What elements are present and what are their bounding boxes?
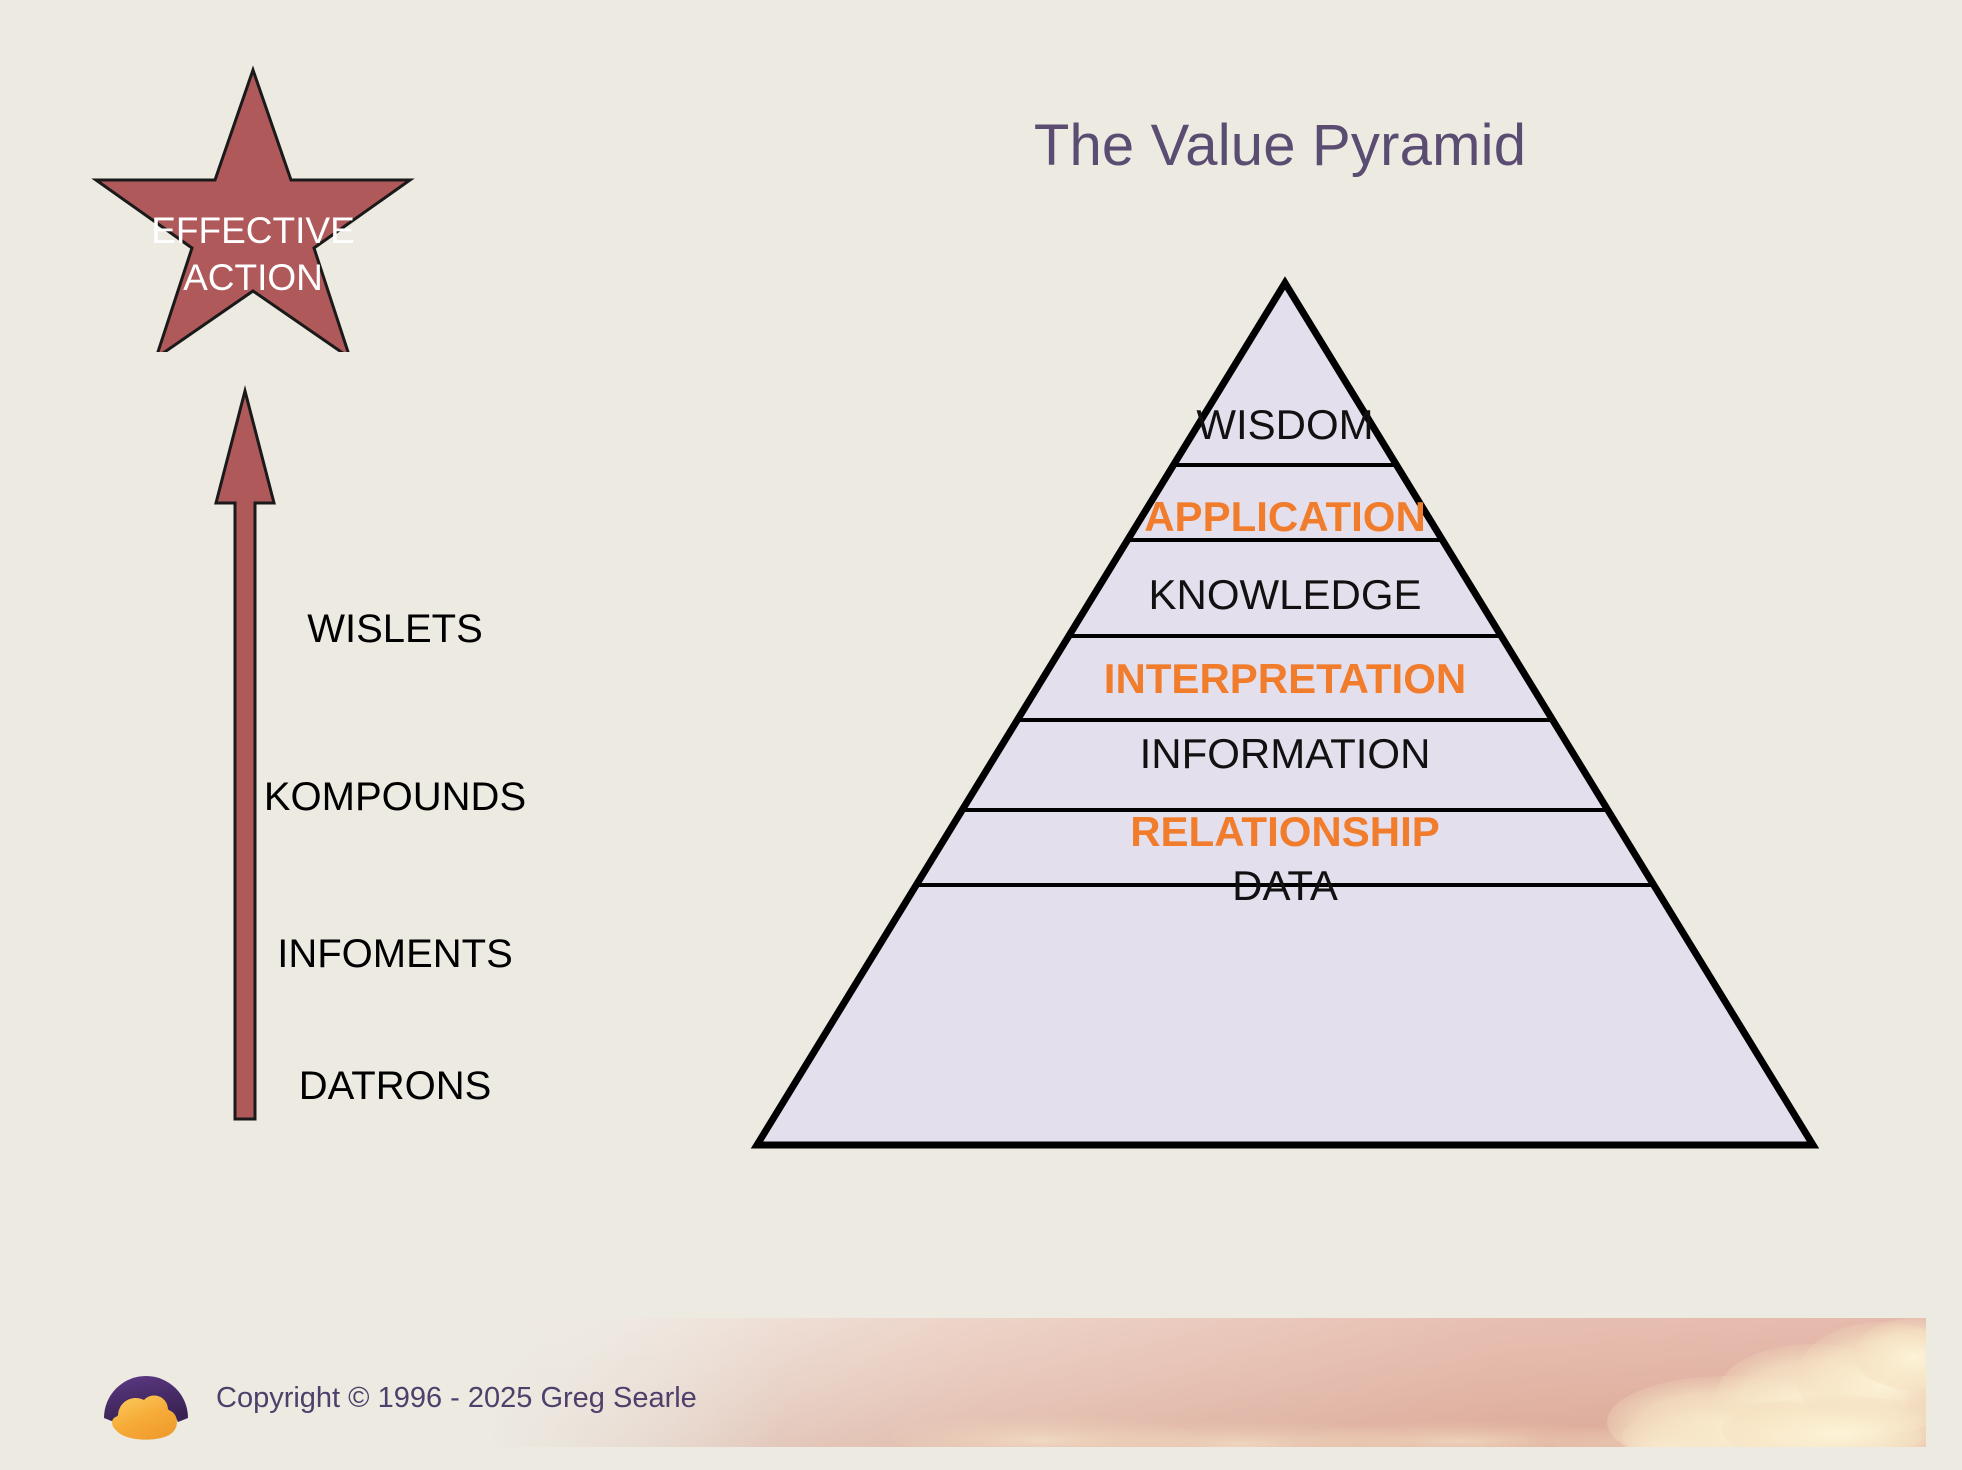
pyramid-band-dividers [916,463,1654,887]
logo-sun [112,1395,177,1440]
copyright-text: Copyright © 1996 - 2025 Greg Searle [216,1382,697,1414]
stage-label-datrons: DATRONS [298,1064,492,1108]
pyramid-outline [750,276,1820,1149]
progression-arrow [210,385,280,1125]
sunrise-dome-logo [100,1360,192,1442]
page-title: The Value Pyramid [1033,113,1527,178]
arrow-up-icon [214,385,276,1121]
stage-label-wislets: WISLETS [307,607,483,651]
effective-action-star: EFFECTIVE ACTION [78,62,428,352]
stage-label-kompounds: KOMPOUNDS [263,775,527,819]
sky-image [482,1318,1926,1447]
cloud-sky-banner [482,1318,1926,1447]
star-icon [91,65,415,352]
value-pyramid-diagram: WISDOM APPLICATION KNOWLEDGE INTERPRETAT… [740,265,1830,1165]
pyramid-shape [750,276,1820,1149]
logo-icon [104,1376,188,1440]
stage-label-infoments: INFOMENTS [277,932,513,976]
